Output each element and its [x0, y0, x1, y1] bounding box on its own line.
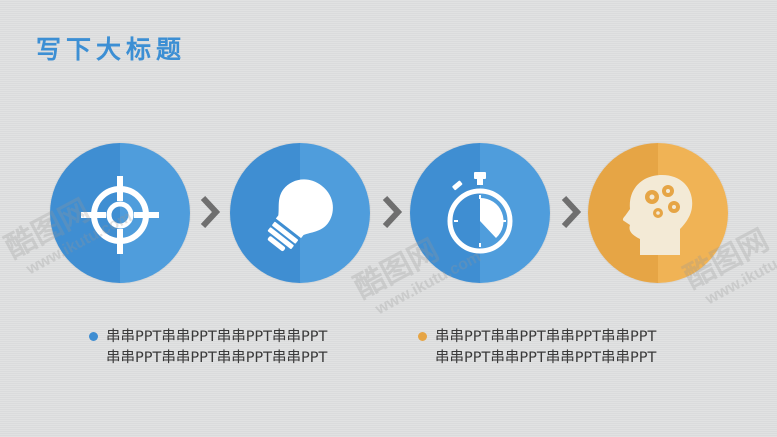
- bullet-dot: [418, 332, 427, 341]
- step-circle-stopwatch: [410, 143, 550, 283]
- chevron-right-icon: [200, 195, 221, 229]
- stopwatch-icon: [447, 172, 513, 254]
- step-circle-lightbulb: [230, 143, 370, 283]
- text-line: 串串PPT串串PPT串串PPT串串PPT: [106, 329, 328, 345]
- text-line: 串串PPT串串PPT串串PPT串串PPT: [435, 329, 657, 345]
- bullet-dot: [89, 332, 98, 341]
- target-icon: [81, 176, 159, 254]
- lightbulb-icon: [267, 179, 333, 252]
- chevron-right-icon: [382, 195, 403, 229]
- text-line: 串串PPT串串PPT串串PPT串串PPT: [106, 350, 328, 366]
- step-circle-target: [50, 143, 190, 283]
- text-block-right: 串串PPT串串PPT串串PPT串串PPT 串串PPT串串PPT串串PPT串串PP…: [418, 327, 656, 369]
- step-circle-head: [588, 143, 728, 283]
- page-title: 写下大标题: [36, 35, 187, 64]
- text-line: 串串PPT串串PPT串串PPT串串PPT: [435, 350, 657, 366]
- text-block-left: 串串PPT串串PPT串串PPT串串PPT 串串PPT串串PPT串串PPT串串PP…: [89, 327, 327, 369]
- head-gears-icon: [622, 175, 693, 255]
- chevron-right-icon: [561, 195, 582, 229]
